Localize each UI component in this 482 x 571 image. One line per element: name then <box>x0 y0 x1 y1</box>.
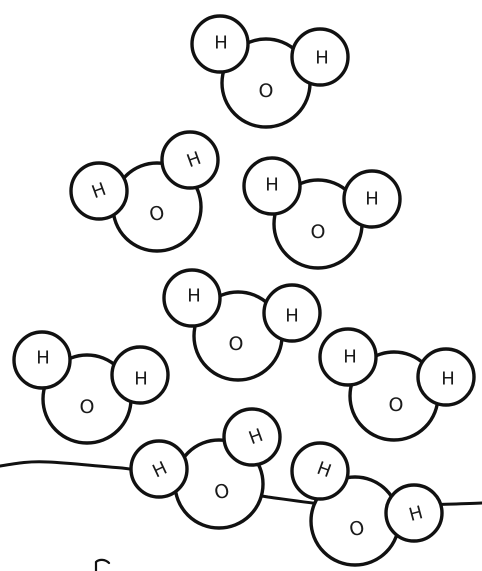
hydrogen-label: H <box>441 369 455 390</box>
hydrogen-label: H <box>134 369 148 390</box>
water-molecule: O H H <box>320 329 474 440</box>
hydrogen-label: H <box>285 306 299 327</box>
hydrogen-label: H <box>365 189 379 210</box>
water-molecule: O H H <box>292 443 442 565</box>
water-molecule: O H H <box>164 270 320 380</box>
water-molecule: O H H <box>192 16 348 127</box>
hydrogen-label: H <box>343 347 357 368</box>
oxygen-label: O <box>259 80 274 102</box>
water-molecule: O H H <box>244 158 400 268</box>
oxygen-label: O <box>311 221 326 243</box>
water-molecule: O H H <box>14 332 168 443</box>
oxygen-label: O <box>229 333 244 355</box>
hydrogen-label: H <box>36 348 50 369</box>
hydrogen-label: H <box>265 175 279 196</box>
partial-stroke <box>96 560 109 571</box>
hydrogen-label: H <box>315 48 329 69</box>
water-molecule: O H H <box>71 132 218 251</box>
water-molecule: O H H <box>131 409 280 528</box>
oxygen-label: O <box>389 394 404 416</box>
hydrogen-label: H <box>214 33 228 54</box>
hydrogen-label: H <box>187 286 201 307</box>
oxygen-label: O <box>80 396 95 418</box>
